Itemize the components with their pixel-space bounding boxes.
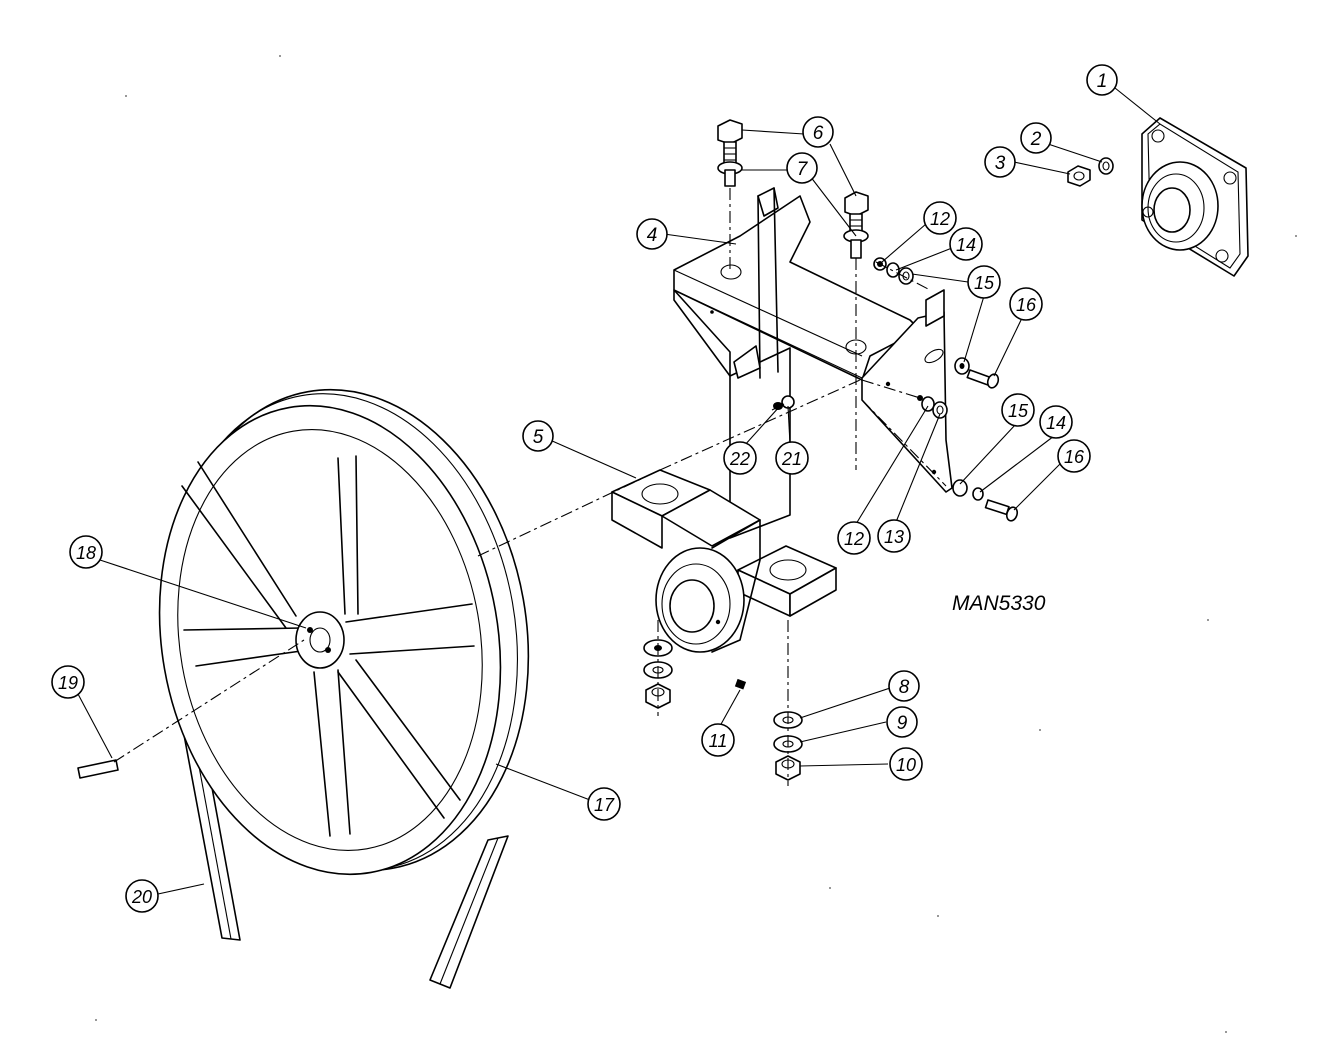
callout-19-label: 19 xyxy=(58,673,78,693)
key-part-19 xyxy=(77,759,119,779)
washer-part-15c xyxy=(952,479,968,497)
bracket-part-4 xyxy=(673,187,953,539)
callout-12a-label: 12 xyxy=(930,209,950,229)
callout-20: 20 xyxy=(125,879,159,913)
callouts: 1 2 3 4 5 6 7 8 9 10 11 12 12 13 14 14 1… xyxy=(51,64,1118,913)
callout-14a-label: 14 xyxy=(956,235,976,255)
callout-10: 10 xyxy=(889,747,923,781)
callout-15a: 15 xyxy=(967,265,1001,299)
nut-part-12b xyxy=(921,396,935,412)
callout-7: 7 xyxy=(786,152,818,184)
callout-13: 13 xyxy=(877,519,911,553)
callout-2-label: 2 xyxy=(1030,129,1042,150)
hardware xyxy=(643,119,1114,781)
nut-part-13 xyxy=(932,401,948,419)
washer-part-2 xyxy=(1098,157,1114,175)
flange-bearing-part-1 xyxy=(1141,117,1249,277)
callout-12b-label: 12 xyxy=(844,529,864,549)
callout-13-label: 13 xyxy=(884,527,904,547)
callout-12b: 12 xyxy=(837,521,871,555)
callout-5: 5 xyxy=(522,420,554,452)
callout-7-label: 7 xyxy=(797,159,809,180)
callout-20-label: 20 xyxy=(131,887,152,907)
callout-6-label: 6 xyxy=(813,123,824,144)
callout-2: 2 xyxy=(1020,122,1052,154)
callout-14b-label: 14 xyxy=(1046,413,1066,433)
callout-19: 19 xyxy=(51,665,85,699)
pillow-block-part-5 xyxy=(611,469,837,653)
washer-part-14b xyxy=(972,487,984,501)
callout-21-label: 21 xyxy=(781,449,802,469)
callout-15b-label: 15 xyxy=(1008,401,1029,421)
wheel-hub xyxy=(295,611,345,669)
scan-specks xyxy=(95,55,1297,1033)
nut-part-3 xyxy=(1067,165,1091,187)
callout-14a: 14 xyxy=(949,227,983,261)
callout-18-label: 18 xyxy=(76,543,96,563)
callout-4: 4 xyxy=(636,218,668,250)
drawing-code-label: MAN5330 xyxy=(952,592,1046,615)
callout-17: 17 xyxy=(587,787,621,821)
callout-15b: 15 xyxy=(1001,393,1035,427)
callout-16b-label: 16 xyxy=(1064,447,1085,467)
callout-9-label: 9 xyxy=(897,713,908,734)
callout-16b: 16 xyxy=(1057,439,1091,473)
callout-11: 11 xyxy=(701,723,735,757)
callout-11-label: 11 xyxy=(709,731,728,751)
setscrew-part-11 xyxy=(734,678,747,690)
callout-8: 8 xyxy=(888,670,920,702)
pulley-wheel-part-17 xyxy=(158,388,530,876)
callout-9: 9 xyxy=(886,706,918,738)
callout-16a: 16 xyxy=(1009,287,1043,321)
callout-1: 1 xyxy=(1086,64,1118,96)
washer-part-14a xyxy=(886,262,900,278)
callout-3: 3 xyxy=(984,146,1016,178)
bolt-part-6b xyxy=(844,191,869,217)
callout-6: 6 xyxy=(802,116,834,148)
callout-15a-label: 15 xyxy=(974,273,995,293)
callout-leaders xyxy=(77,83,1161,895)
callout-1-label: 1 xyxy=(1097,71,1108,92)
callout-21: 21 xyxy=(775,441,809,475)
callout-22-label: 22 xyxy=(729,449,750,469)
bolt-part-16b xyxy=(984,499,1010,516)
assembly-axis-lines xyxy=(113,188,947,786)
callout-10-label: 10 xyxy=(896,755,916,775)
callout-5-label: 5 xyxy=(533,427,544,448)
washer-part-15a xyxy=(898,267,914,285)
bolt-part-6a xyxy=(717,119,743,145)
callout-22: 22 xyxy=(723,441,757,475)
callout-18: 18 xyxy=(69,535,103,569)
callout-8-label: 8 xyxy=(899,677,910,698)
callout-3-label: 3 xyxy=(995,153,1006,174)
callout-16a-label: 16 xyxy=(1016,295,1037,315)
callout-14b: 14 xyxy=(1039,405,1073,439)
callout-12a: 12 xyxy=(923,201,957,235)
callout-4-label: 4 xyxy=(647,225,658,246)
callout-17-label: 17 xyxy=(594,795,615,815)
wheel-spokes xyxy=(181,455,475,837)
